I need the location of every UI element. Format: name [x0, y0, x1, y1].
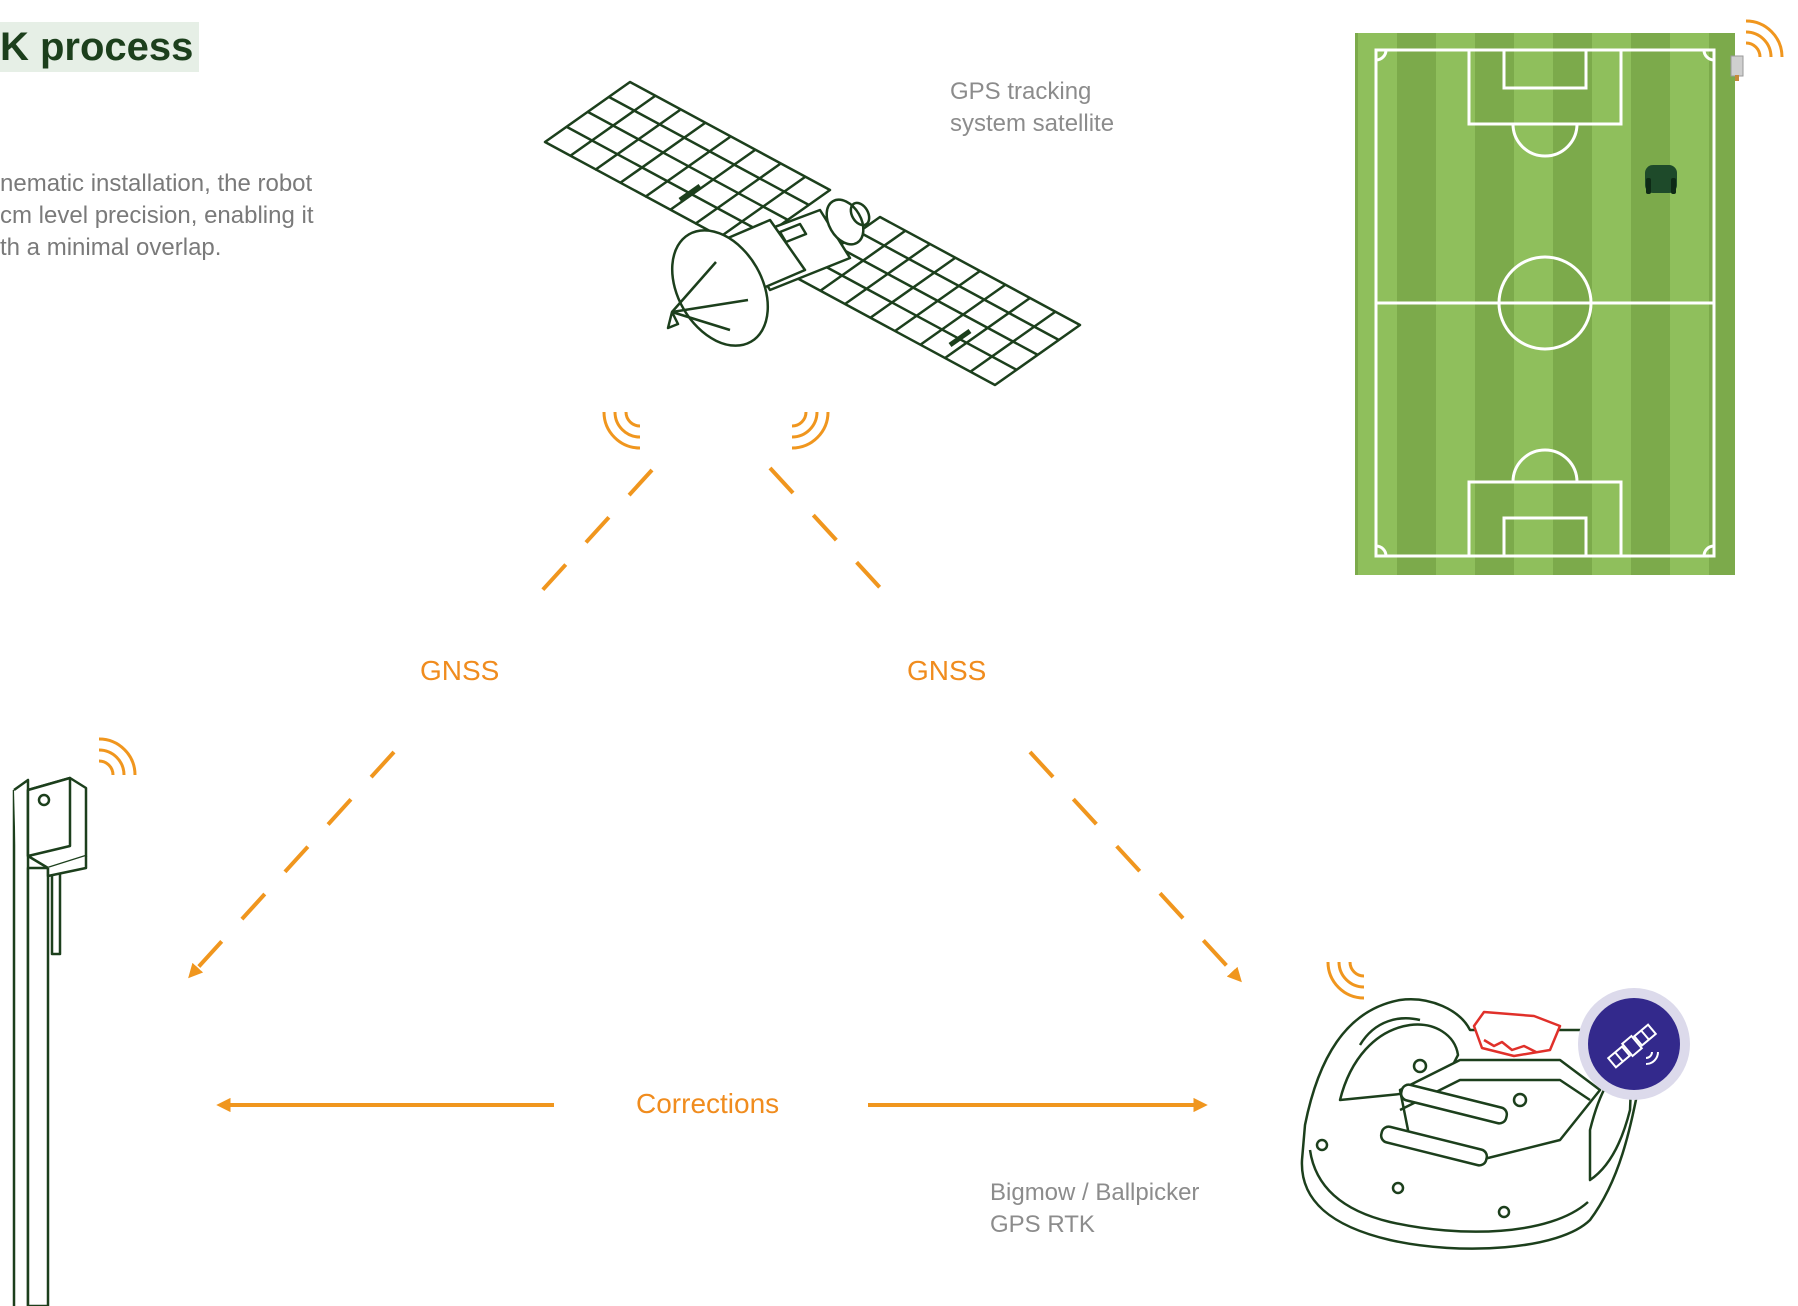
gps-satellite-badge-icon [1578, 988, 1690, 1100]
field-base-station [1730, 55, 1744, 77]
robot-signal-icon [1326, 960, 1366, 1000]
gnss-dash-right-upper [768, 466, 897, 606]
field-robot-icon [1645, 165, 1677, 194]
gnss-arrow-to-base [188, 750, 396, 979]
satellite-label: GPS tracking system satellite [950, 78, 1115, 137]
page-title: K process [0, 22, 200, 72]
gnss-arrow-to-robot [1028, 750, 1242, 983]
solar-panel-left [543, 80, 832, 252]
corrections-label: Corrections [636, 1088, 780, 1119]
football-field [1355, 33, 1744, 575]
robot-label: Bigmow / Ballpicker GPS RTK [990, 1179, 1200, 1238]
intro-text: nematic installation, the robot cm level… [0, 170, 314, 261]
satellite-signal-left-icon [602, 410, 642, 450]
satellite-illustration [543, 80, 1082, 387]
robot-mower [1300, 998, 1645, 1250]
rtk-base-station [12, 776, 88, 1306]
field-corner-signal-icon [1744, 19, 1784, 59]
gnss-label-right: GNSS [907, 655, 987, 686]
gnss-label-left: GNSS [420, 655, 500, 686]
solar-panel-right [793, 215, 1082, 387]
satellite-signal-right-icon [790, 410, 830, 450]
gnss-dash-left-upper [526, 468, 654, 608]
base-station-signal-icon [97, 737, 137, 777]
gnss-arrows [188, 466, 1242, 983]
satellite-dish [666, 229, 770, 347]
